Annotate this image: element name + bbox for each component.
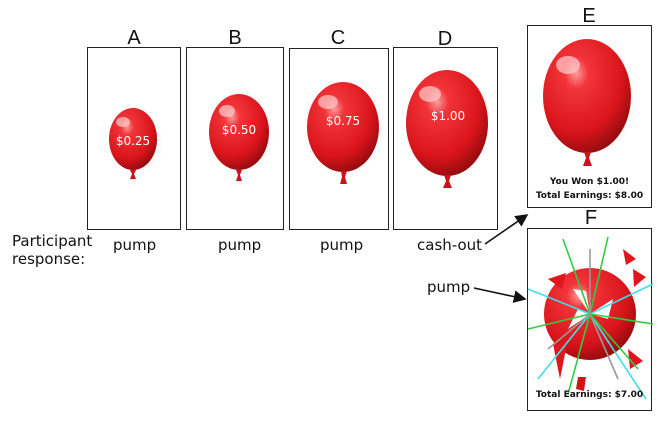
balloon-icon: $0.50 (209, 94, 275, 181)
row-label-line2: response: (12, 250, 86, 268)
win-message: You Won $1.00! (549, 177, 630, 187)
response-a: pump (113, 236, 157, 254)
balloon-amount: $0.50 (222, 123, 256, 137)
panel-a: $0.25 (87, 47, 181, 230)
arrow-pump-to-f (473, 287, 527, 303)
response-c: pump (320, 236, 364, 254)
panel-label-f: F (584, 207, 598, 229)
balloon-amount: $0.75 (326, 114, 360, 128)
balloon-icon: $0.25 (109, 108, 164, 179)
panel-c: $0.75 (289, 48, 389, 230)
panel-label-c: C (330, 27, 346, 49)
panel-b: $0.50 (186, 47, 284, 230)
balloon-amount: $0.25 (116, 134, 150, 148)
panel-label-b: B (228, 27, 242, 49)
row-label-line1: Participant (12, 232, 93, 250)
balloon-amount: $1.00 (431, 109, 465, 123)
response-b: pump (218, 236, 262, 254)
total-earnings-f: Total Earnings: $7.00 (535, 390, 644, 400)
panel-d: $1.00 (393, 47, 498, 230)
balloon-icon: $0.75 (307, 82, 385, 184)
balloon-icon: $1.00 (406, 70, 494, 188)
response-side-pump: pump (427, 278, 471, 296)
panel-label-a: A (127, 27, 141, 49)
response-d: cash-out (417, 236, 483, 254)
total-earnings-e: Total Earnings: $8.00 (535, 191, 644, 201)
balloon-icon (543, 39, 638, 166)
panel-f: Total Earnings: $7.00 (527, 228, 654, 411)
panel-label-d: D (437, 28, 453, 50)
burst-balloon-icon (527, 236, 654, 400)
panel-label-e: E (582, 5, 596, 27)
panel-e: You Won $1.00! Total Earnings: $8.00 (527, 25, 652, 208)
